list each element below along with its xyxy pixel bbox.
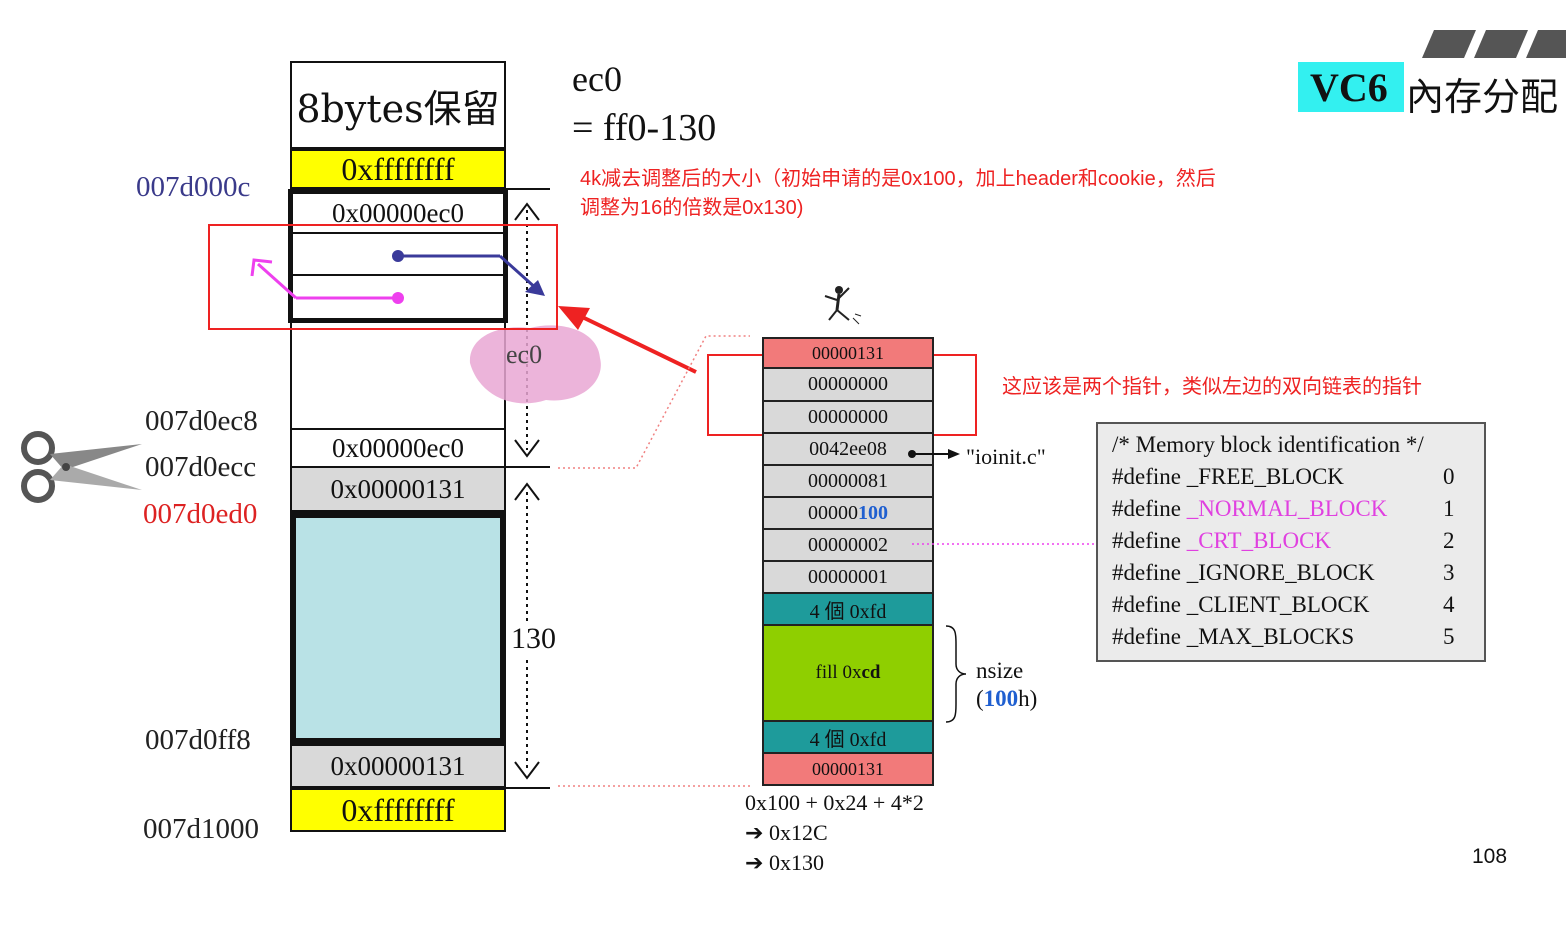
reserved-label: 8bytes保留 xyxy=(296,86,500,131)
rc-prev-pointer: 00000000 xyxy=(762,402,934,434)
rc-cookie-top: 00000131 xyxy=(762,337,934,369)
define-row: #define _FREE_BLOCK xyxy=(1112,464,1344,489)
footer-size-cell: 0x00000ec0 xyxy=(290,428,506,466)
define-row-value: 2 xyxy=(1443,528,1455,553)
page-title-prefix: VC6 xyxy=(1310,65,1388,110)
free-block-frame xyxy=(290,189,506,465)
rc-nomans-top: 4 個 0xfd xyxy=(762,594,934,626)
user-data-block xyxy=(290,512,506,744)
rc-cookie-bottom: 00000131 xyxy=(762,754,934,786)
top-marker: 0xffffffff xyxy=(341,150,455,187)
top-marker-cell: 0xffffffff xyxy=(290,149,506,189)
address-007d000c: 007d000c xyxy=(136,171,251,203)
arrow-right-icon: ➔ xyxy=(745,821,764,846)
rc-nomans-bottom: 4 個 0xfd xyxy=(762,722,934,754)
nsize-label: nsize xyxy=(976,658,1024,683)
pointer-highlight-box-left xyxy=(208,224,558,330)
nsize-value: (100h) xyxy=(976,686,1038,711)
calc-line2: ➔ 0x12C xyxy=(745,820,828,846)
file-pointer-arrow xyxy=(908,449,960,459)
cookie-bottom-cell: 0x00000131 xyxy=(290,744,506,788)
define-row-value: 0 xyxy=(1443,464,1455,489)
free-block-header-frame xyxy=(288,189,508,323)
linked-list-pointers xyxy=(250,250,545,304)
nsize-brace xyxy=(945,625,967,723)
free-blob-label: ec0 xyxy=(506,340,543,369)
define-row-value: 1 xyxy=(1443,496,1455,521)
rc-request-number: 00000001 xyxy=(762,562,934,594)
define-row: #define _CRT_BLOCK xyxy=(1112,528,1332,553)
define-row: #define _NORMAL_BLOCK xyxy=(1112,496,1388,521)
scissors-icon xyxy=(21,431,142,503)
header-size-cell: 0x00000ec0 xyxy=(293,194,503,234)
cookie-bottom: 0x00000131 xyxy=(330,750,466,781)
title-badge xyxy=(1298,62,1404,112)
bottom-marker-cell: 0xffffffff xyxy=(290,788,506,832)
address-007d0ff8: 007d0ff8 xyxy=(145,724,251,756)
climber-figure-icon xyxy=(824,286,862,325)
header-size: 0x00000ec0 xyxy=(332,197,464,228)
prev-pointer-slot xyxy=(293,234,503,276)
red-note-line1: 4k减去调整后的大小（初始申请的是0x100，加上header和cookie，然… xyxy=(580,168,1216,190)
pointer-note: 这应该是两个指针，类似左边的双向链表的指针 xyxy=(1002,376,1422,398)
header-logo: VC6 內存分配 xyxy=(1296,30,1566,120)
free-blob-icon xyxy=(469,325,601,404)
cookie-top: 0x00000131 xyxy=(330,473,466,504)
rc-file-name-pointer: 0042ee08 xyxy=(762,434,934,466)
defines-comment: /* Memory block identification */ xyxy=(1112,432,1424,457)
define-row: #define _IGNORE_BLOCK xyxy=(1112,560,1375,585)
cookie-top-cell: 0x00000131 xyxy=(290,466,506,512)
define-row-value: 3 xyxy=(1443,560,1455,585)
defines-box: /* Memory block identification */ #defin… xyxy=(1096,422,1486,662)
page-number: 108 xyxy=(1472,845,1508,868)
footer-size: 0x00000ec0 xyxy=(332,432,464,463)
define-row-value: 5 xyxy=(1443,624,1455,649)
rc-line-number: 00000081 xyxy=(762,466,934,498)
rc-next-pointer: 00000000 xyxy=(762,369,934,402)
address-007d0ecc: 007d0ecc xyxy=(145,451,257,483)
address-007d1000: 007d1000 xyxy=(143,813,259,845)
reserved-cell: 8bytes保留 xyxy=(290,61,506,149)
formula-line2: = ff0-130 xyxy=(572,107,717,149)
define-row-value: 4 xyxy=(1443,592,1455,617)
address-007d0ed0: 007d0ed0 xyxy=(143,498,258,530)
formula-line1: ec0 xyxy=(572,59,622,99)
slanted-stripes-logo xyxy=(1422,30,1566,58)
calc-line3: ➔ 0x130 xyxy=(745,850,824,876)
span-label: 130 xyxy=(511,622,556,656)
page-title-suffix: 內存分配 xyxy=(1406,75,1559,119)
connector-lines xyxy=(558,306,750,787)
file-name-label: "ioinit.c" xyxy=(966,444,1046,469)
block-type-connector xyxy=(912,543,1108,545)
define-row: #define _MAX_BLOCKS xyxy=(1112,624,1355,649)
red-note-line2: 调整为16的倍数是0x130) xyxy=(580,197,804,219)
address-007d0ec8: 007d0ec8 xyxy=(145,405,258,437)
calc-line1: 0x100 + 0x24 + 4*2 xyxy=(745,790,924,815)
arrow-right-icon: ➔ xyxy=(745,851,764,876)
define-row: #define _CLIENT_BLOCK xyxy=(1112,592,1370,617)
rc-block-type: 00000002 xyxy=(762,530,934,562)
bottom-marker: 0xffffffff xyxy=(341,791,455,828)
